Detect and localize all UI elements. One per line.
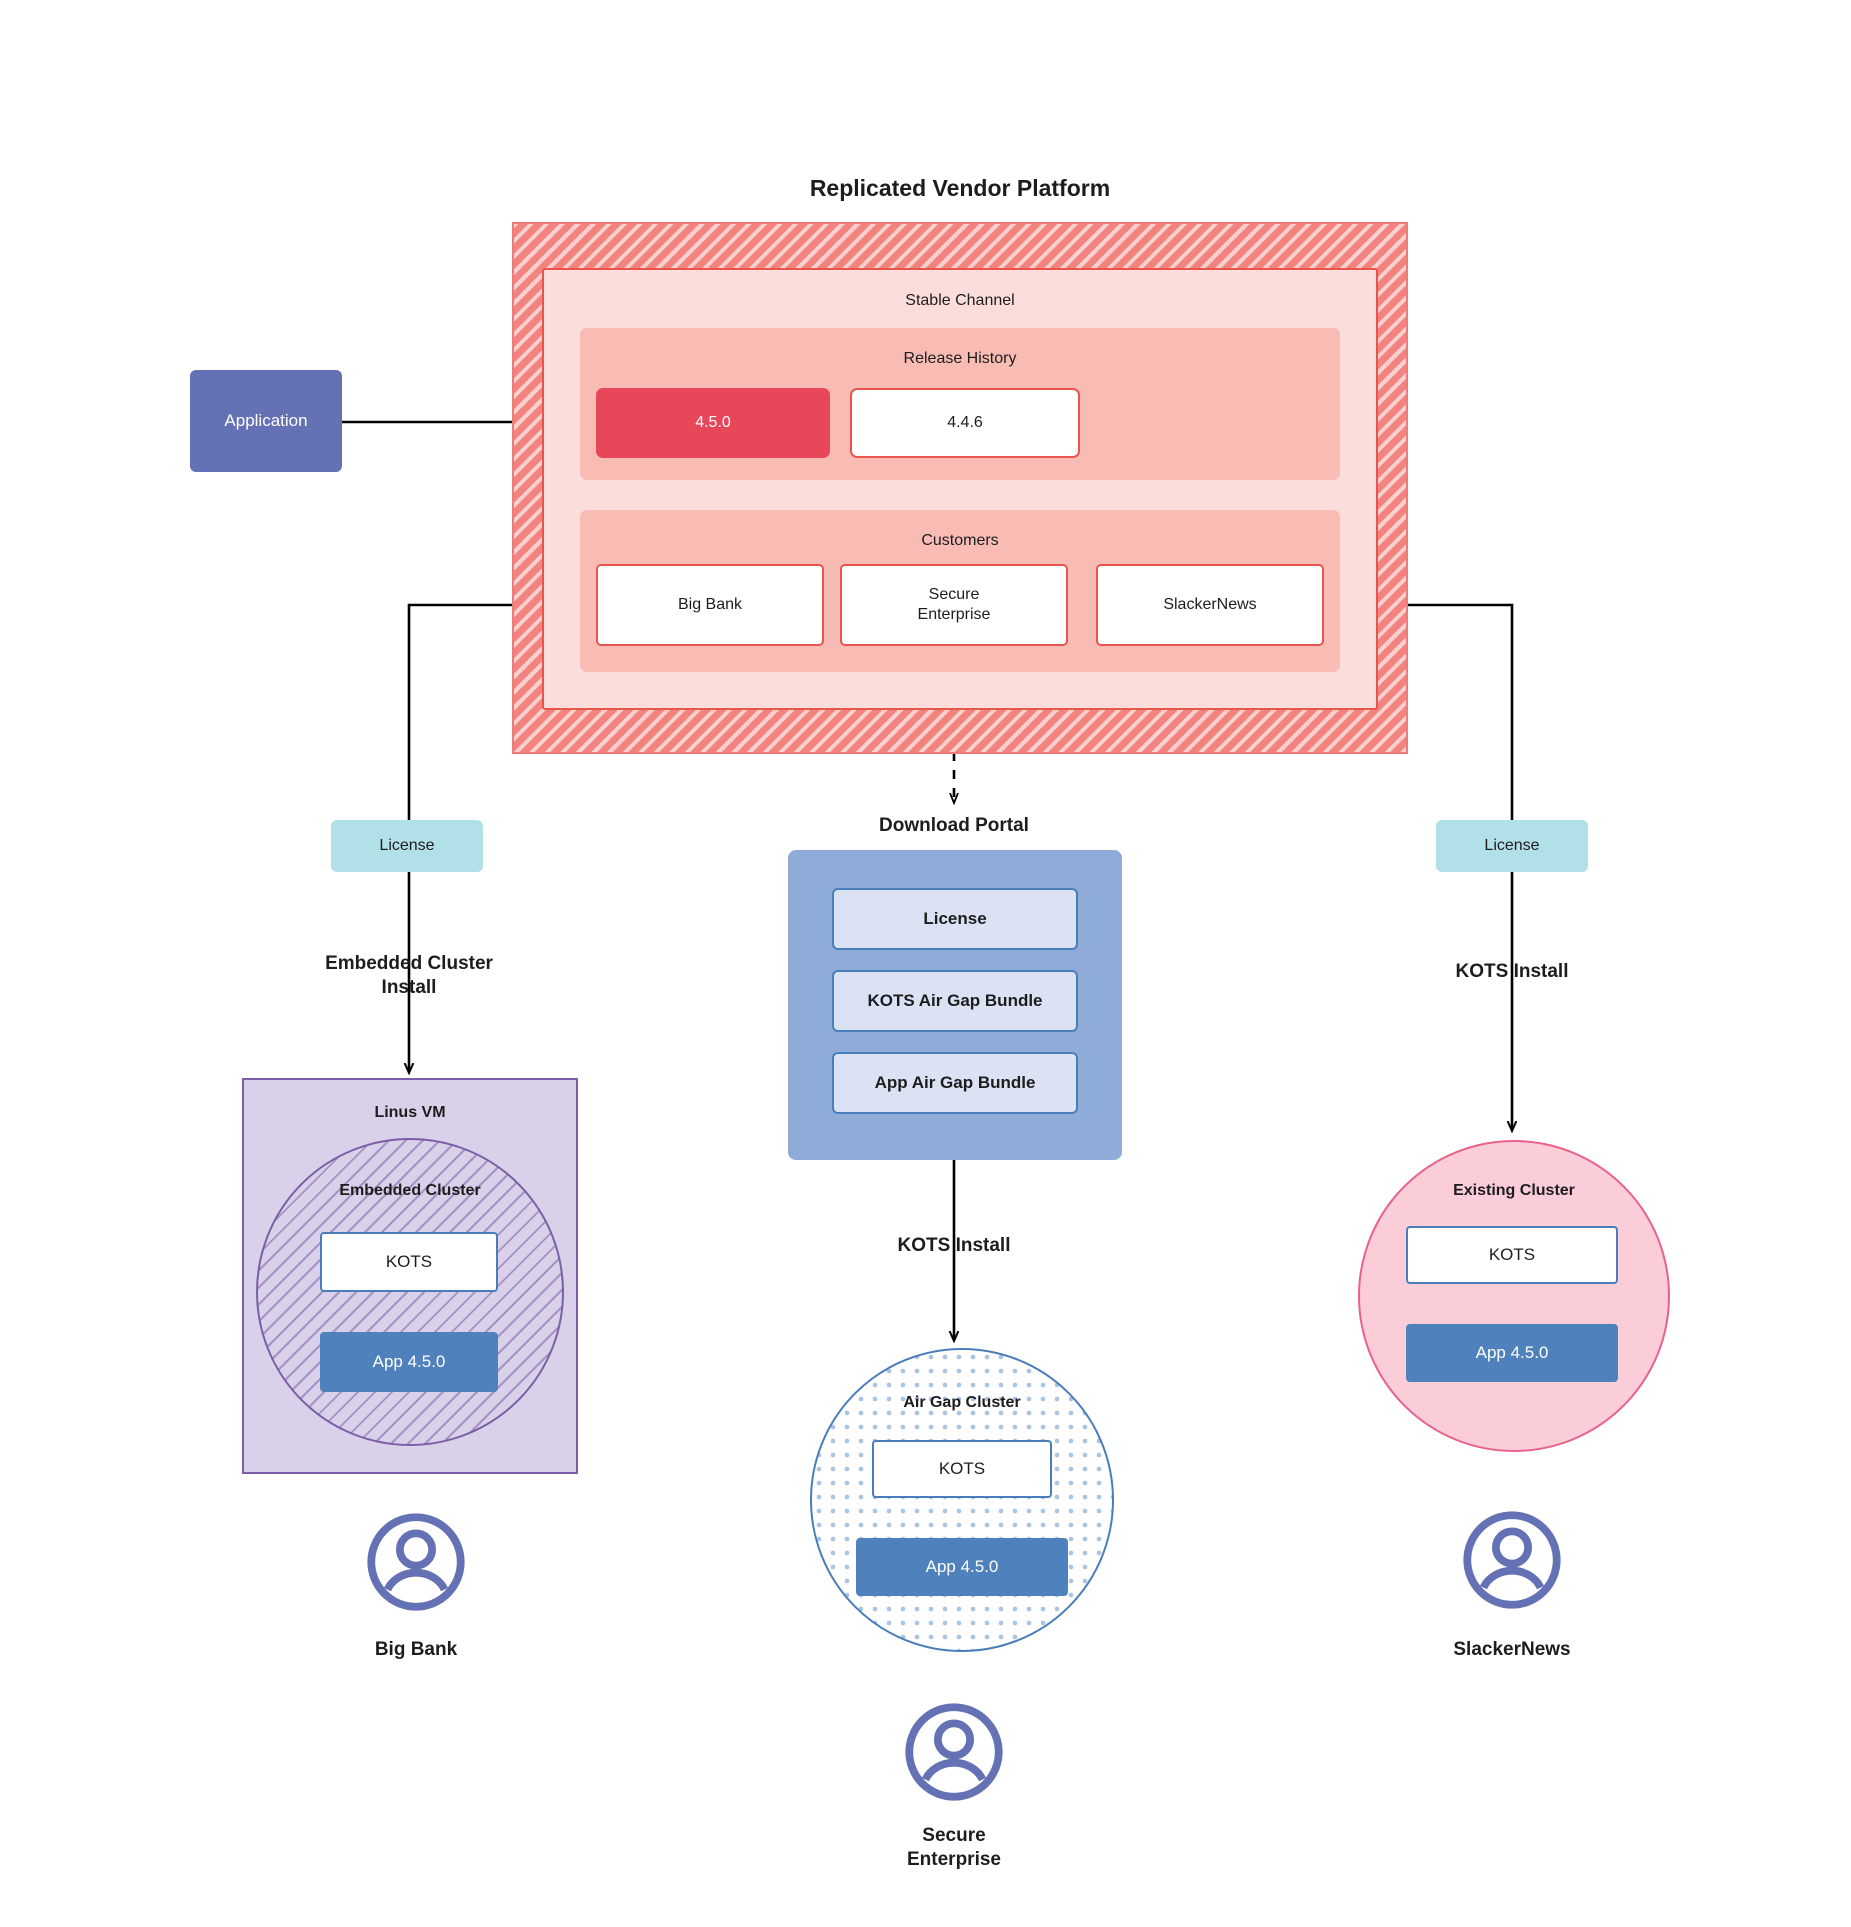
license-box-right[interactable]: License [1436, 820, 1588, 872]
embedded-cluster-circle [256, 1138, 564, 1446]
existing-cluster-title: Existing Cluster [1453, 1181, 1575, 1199]
license-box-left[interactable]: License [331, 820, 483, 872]
kots-box-existing[interactable]: KOTS [1406, 1226, 1618, 1284]
portal-item-app-air-gap-bundle[interactable]: App Air Gap Bundle [832, 1052, 1078, 1114]
air-gap-cluster-title: Air Gap Cluster [903, 1393, 1021, 1411]
linux-vm-title: Linus VM [374, 1103, 446, 1121]
release-chip-past[interactable]: 4.4.6 [850, 388, 1080, 458]
kots-install-label-center: KOTS Install [897, 1234, 1011, 1256]
release-history-heading: Release History [903, 349, 1017, 367]
kots-box-embedded[interactable]: KOTS [320, 1232, 498, 1292]
persona-label-slackernews: SlackerNews [1453, 1638, 1571, 1660]
page-title: Replicated Vendor Platform [809, 175, 1111, 202]
app-version-box-air-gap[interactable]: App 4.5.0 [856, 1538, 1068, 1596]
customers-heading: Customers [921, 531, 999, 549]
app-version-box-existing[interactable]: App 4.5.0 [1406, 1324, 1618, 1382]
portal-item-kots-air-gap-bundle[interactable]: KOTS Air Gap Bundle [832, 970, 1078, 1032]
customer-chip-slackernews[interactable]: SlackerNews [1096, 564, 1324, 646]
kots-box-air-gap[interactable]: KOTS [872, 1440, 1052, 1498]
avatar-icon-secure-enterprise [905, 1703, 1003, 1801]
stable-channel-heading: Stable Channel [905, 291, 1015, 309]
portal-item-license[interactable]: License [832, 888, 1078, 950]
embedded-cluster-install-label: Embedded Cluster Install [325, 952, 493, 998]
download-portal-title: Download Portal [879, 814, 1029, 836]
existing-cluster-circle [1358, 1140, 1670, 1452]
kots-install-label-right: KOTS Install [1455, 960, 1569, 982]
avatar-icon-big-bank [367, 1513, 465, 1611]
persona-label-big-bank: Big Bank [374, 1638, 458, 1660]
embedded-cluster-title: Embedded Cluster [339, 1181, 481, 1199]
release-chip-current[interactable]: 4.5.0 [596, 388, 830, 458]
app-version-box-embedded[interactable]: App 4.5.0 [320, 1332, 498, 1392]
air-gap-cluster-circle [810, 1348, 1114, 1652]
application-box[interactable]: Application [190, 370, 342, 472]
avatar-icon-slackernews [1463, 1511, 1561, 1609]
customer-chip-big-bank[interactable]: Big Bank [596, 564, 824, 646]
persona-label-secure-enterprise: Secure Enterprise [907, 1824, 1001, 1870]
customer-chip-secure-enterprise[interactable]: Secure Enterprise [840, 564, 1068, 646]
